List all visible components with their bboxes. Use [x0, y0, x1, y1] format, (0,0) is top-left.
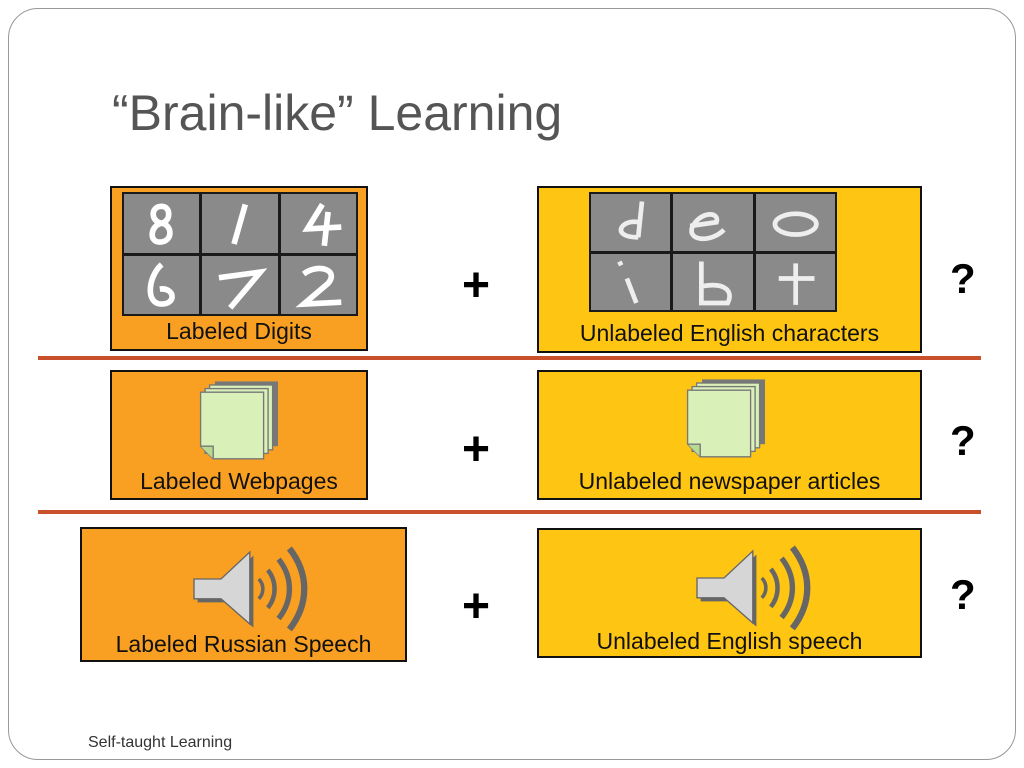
- digit-image: [280, 255, 356, 314]
- plus-sign: +: [461, 423, 491, 476]
- unlabeled-english-speech-caption: Unlabeled English speech: [596, 628, 863, 654]
- row-divider: [38, 356, 981, 360]
- labeled-webpages-box: Labeled Webpages: [110, 370, 368, 500]
- character-image: [755, 194, 835, 251]
- character-image: [755, 253, 835, 310]
- labeled-digits-caption: Labeled Digits: [166, 318, 312, 344]
- unlabeled-english-characters-caption: Unlabeled English characters: [579, 320, 880, 346]
- labeled-russian-speech-caption: Labeled Russian Speech: [115, 631, 372, 657]
- row-divider: [38, 510, 981, 514]
- document-stack-icon: [686, 379, 765, 458]
- character-image: [673, 253, 753, 310]
- digit-image: [124, 255, 200, 314]
- digit-image: [202, 194, 278, 253]
- question-mark: ?: [950, 571, 976, 618]
- slide-footer: Self-taught Learning: [88, 734, 233, 751]
- digit-image-grid: [122, 192, 358, 316]
- unlabeled-newspaper-articles-box: Unlabeled newspaper articles: [537, 370, 922, 500]
- speaker-icon: [193, 546, 308, 632]
- labeled-digits-box: Labeled Digits: [110, 186, 368, 351]
- question-mark: ?: [950, 417, 976, 464]
- document-stack-icon: [199, 381, 278, 460]
- character-image: [591, 194, 671, 251]
- character-image-grid: [589, 192, 837, 312]
- question-mark: ?: [950, 255, 976, 302]
- character-image: [673, 194, 753, 251]
- digit-image: [280, 194, 356, 253]
- digit-image: [124, 194, 200, 253]
- slide-title: “Brain-like” Learning: [112, 85, 563, 141]
- labeled-russian-speech-box: Labeled Russian Speech: [80, 527, 407, 662]
- speaker-icon: [696, 545, 811, 631]
- unlabeled-english-characters-box: Unlabeled English characters: [537, 186, 922, 353]
- digit-image: [202, 255, 278, 314]
- labeled-webpages-caption: Labeled Webpages: [140, 468, 338, 494]
- character-image: [591, 253, 671, 310]
- plus-sign: +: [461, 580, 491, 633]
- unlabeled-english-speech-box: Unlabeled English speech: [537, 528, 922, 658]
- unlabeled-newspaper-articles-caption: Unlabeled newspaper articles: [578, 468, 881, 494]
- plus-sign: +: [461, 259, 491, 312]
